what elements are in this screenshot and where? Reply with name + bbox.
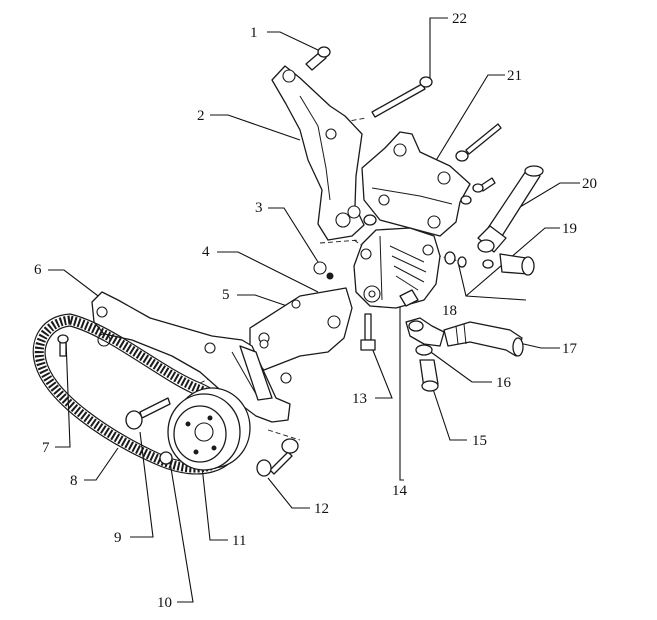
nut-10 [159, 451, 173, 465]
leader-6 [48, 269, 111, 306]
tensioner-bolt [125, 397, 171, 430]
callout-19: 19 [562, 221, 577, 237]
callout-6: 6 [34, 262, 42, 278]
leader-7 [55, 339, 71, 448]
pump-plate [249, 261, 353, 371]
leader-17 [514, 341, 560, 349]
hose-17 [443, 321, 524, 357]
callout-15: 15 [472, 433, 487, 449]
callout-16: 16 [496, 375, 511, 391]
leader-20 [509, 182, 580, 214]
callout-2: 2 [197, 108, 205, 124]
callout-17: 17 [562, 341, 577, 357]
bolt-1 [305, 46, 331, 71]
bolt-13 [360, 313, 376, 351]
callout-1: 1 [250, 25, 258, 41]
banjo-bolt-15 [405, 317, 445, 392]
leader-11 [199, 447, 228, 541]
leader-3 [268, 207, 319, 263]
leader-21 [417, 74, 505, 191]
leader-1 [267, 31, 319, 51]
rear-fasteners [363, 123, 502, 226]
callout-9: 9 [114, 530, 122, 546]
callout-14: 14 [392, 483, 407, 499]
callout-22: 22 [452, 11, 467, 27]
leader-9 [130, 431, 154, 538]
bolt-7 [57, 334, 69, 357]
pulley [167, 387, 251, 471]
callout-11: 11 [232, 533, 247, 549]
bolt-12 [256, 438, 299, 477]
callout-20: 20 [582, 176, 597, 192]
long-bolt-22 [371, 76, 433, 118]
leader-13 [371, 347, 393, 399]
callout-8: 8 [70, 473, 78, 489]
rear-bracket [361, 131, 471, 237]
upper-bracket [271, 65, 365, 241]
banjo-fitting-19 [444, 251, 535, 276]
callout-10: 10 [157, 595, 172, 611]
leader-10 [169, 461, 194, 603]
tensioner-bracket [91, 291, 292, 423]
leader-18b [465, 227, 560, 297]
leader-2 [210, 114, 301, 141]
callout-5: 5 [222, 287, 230, 303]
leader-lines [48, 17, 580, 603]
leader-8 [84, 447, 119, 481]
leader-14 [399, 302, 404, 481]
callout-12: 12 [314, 501, 329, 517]
callout-3: 3 [255, 200, 263, 216]
leader-22 [429, 17, 448, 78]
hose-union-20 [477, 165, 544, 253]
pump-body [353, 227, 441, 309]
callout-4: 4 [202, 244, 210, 260]
leader-12 [267, 477, 310, 509]
leader-15 [431, 385, 467, 441]
leader-4 [217, 251, 319, 293]
callout-7: 7 [42, 440, 50, 456]
callout-21: 21 [507, 68, 522, 84]
callout-13: 13 [352, 391, 367, 407]
leader-16 [427, 349, 492, 383]
callout-18: 18 [442, 303, 457, 319]
